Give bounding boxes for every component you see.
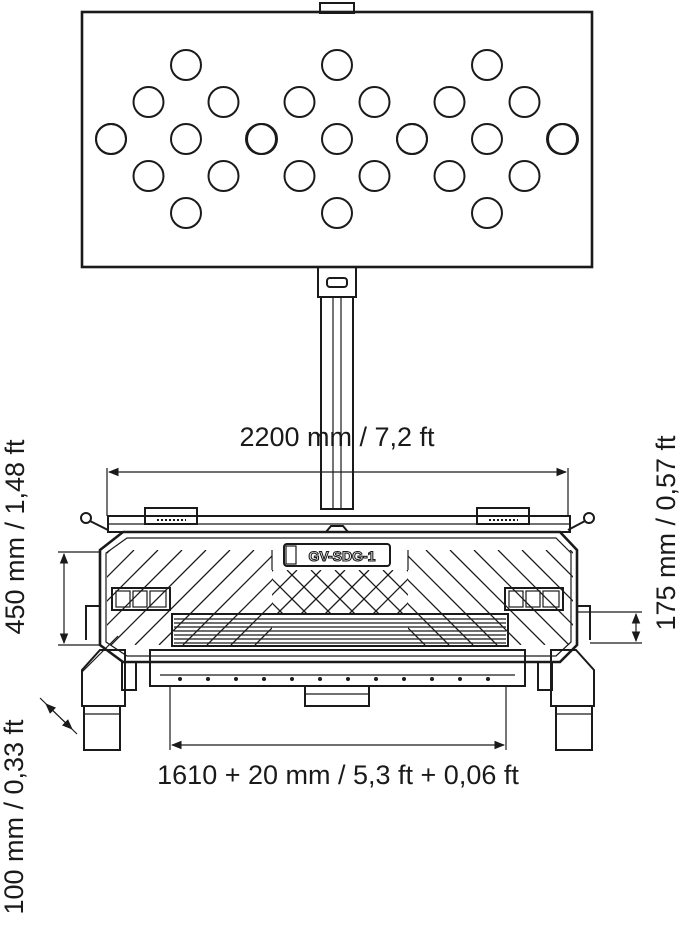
lamp [170, 49, 202, 81]
lamp [283, 86, 316, 118]
height-left-label: 450 mm / 1,48 ft [0, 439, 30, 635]
lamp [207, 86, 240, 118]
lamp [471, 197, 503, 229]
lamp [396, 123, 428, 155]
lamp [433, 160, 466, 192]
arrow-board [80, 2, 594, 269]
lamp [508, 86, 541, 118]
overall-width-label: 2200 mm / 7,2 ft [239, 422, 435, 452]
mast [317, 266, 357, 510]
lamp [132, 86, 165, 118]
lamp [358, 160, 391, 192]
lamp [547, 123, 579, 155]
lamp [246, 123, 278, 155]
lamp [471, 123, 503, 155]
lamp [433, 86, 466, 118]
dimension-track-width: 1610 + 20 mm / 5,3 ft + 0,06 ft [157, 686, 519, 790]
height-right-label: 175 mm / 0,57 ft [651, 435, 681, 631]
model-label: GV-SDG-1 [309, 548, 376, 564]
dimension-overall-width: 2200 mm / 7,2 ft [106, 422, 569, 516]
dimension-height-left: 450 mm / 1,48 ft [0, 439, 100, 646]
lamp [321, 49, 353, 81]
track-width-label: 1610 + 20 mm / 5,3 ft + 0,06 ft [157, 760, 519, 790]
lamp [132, 160, 165, 192]
lamp [170, 123, 202, 155]
lamp [170, 197, 202, 229]
lamp [321, 123, 353, 155]
dimension-height-right: 175 mm / 0,57 ft [577, 435, 681, 644]
lamp [283, 160, 316, 192]
lamp [95, 123, 127, 155]
lamp [321, 197, 353, 229]
dimension-clearance: 100 mm / 0,33 ft [0, 635, 119, 915]
model-plate: GV-SDG-1 [283, 543, 391, 567]
clearance-label: 100 mm / 0,33 ft [0, 719, 29, 915]
trailer-body [80, 507, 595, 751]
lamp [358, 86, 391, 118]
arrow-board-lamps [95, 49, 579, 229]
lamp [471, 49, 503, 81]
lamp [207, 160, 240, 192]
lamp [508, 160, 541, 192]
